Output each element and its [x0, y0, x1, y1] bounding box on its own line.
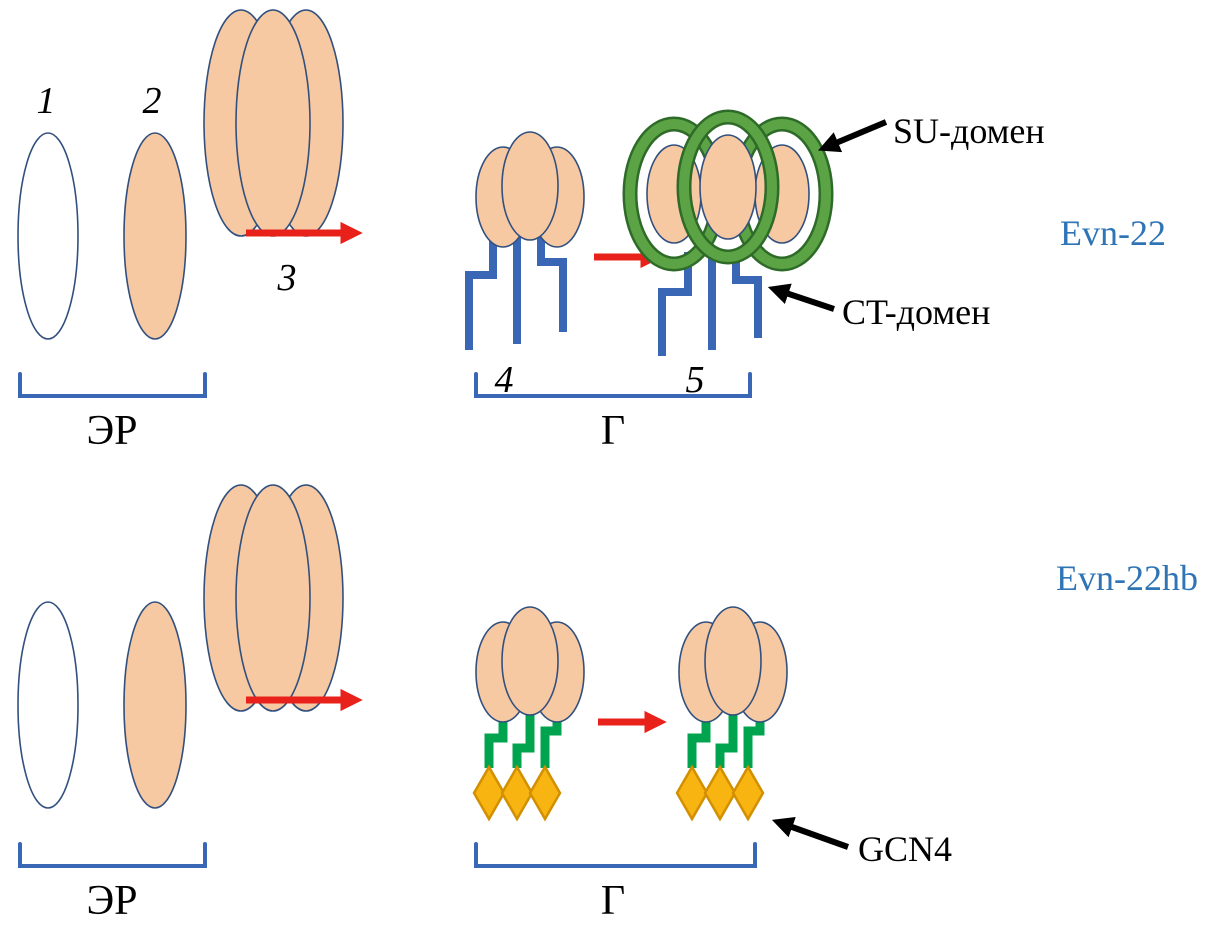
gcn4-label: GCN4 [858, 829, 952, 869]
er-bracket-bottom [18, 842, 207, 868]
pathway-evn22: 1 2 3 4 [17, 9, 1166, 454]
gcn4-diamond [528, 764, 562, 822]
gcn4-diamond [472, 764, 506, 822]
gcn4-diamond [675, 764, 709, 822]
folded-monomer-ellipse [123, 132, 187, 340]
er-trimer [203, 484, 344, 712]
ct-domain-pointer-arrow [767, 283, 835, 312]
er-label-top: ЭР [86, 408, 137, 454]
golgi-trimer-uncleaved [475, 131, 585, 248]
gcn4-diamond [703, 764, 737, 822]
gcn4-diamond [731, 764, 765, 822]
ct-domain-label: CT-домен [842, 292, 990, 332]
step-2-number: 2 [143, 80, 162, 122]
folded-monomer-ellipse [123, 601, 187, 809]
golgi-bracket-bottom [474, 842, 757, 868]
construct-name-evn22: Evn-22 [1060, 213, 1166, 253]
gcn4-diamonds-right [675, 764, 765, 822]
er-bracket-top [18, 372, 207, 398]
golgi-trimer-su-rings [622, 109, 834, 272]
ct-domain-structure-left [465, 235, 567, 350]
su-domain-pointer-arrow [818, 119, 888, 153]
er-trimer [203, 9, 344, 237]
golgi-bracket-top [474, 372, 752, 398]
er-label-bottom: ЭР [86, 878, 137, 924]
step-5-number: 5 [686, 359, 705, 401]
su-domain-label: SU-домен [893, 111, 1045, 151]
gcn4-diamonds-left [472, 764, 562, 822]
unfolded-monomer-ellipse [17, 601, 79, 809]
step-1-number: 1 [37, 80, 56, 122]
gcn4-pointer-arrow [771, 816, 850, 850]
gcn4-diamond [500, 764, 534, 822]
golgi-label-bottom: Г [601, 878, 625, 924]
ct-domain-structure-right [658, 252, 762, 356]
golgi-trimer-left [475, 606, 585, 723]
construct-name-evn22hb: Evn-22hb [1056, 558, 1198, 598]
unfolded-monomer-ellipse [17, 132, 79, 340]
step-3-number: 3 [277, 257, 297, 299]
step-4-number: 4 [495, 359, 514, 401]
pathway-evn22hb: GCN4 Evn-22hb ЭР Г [17, 484, 1198, 924]
golgi-trimer-right [678, 606, 788, 723]
golgi-label-top: Г [601, 408, 625, 454]
